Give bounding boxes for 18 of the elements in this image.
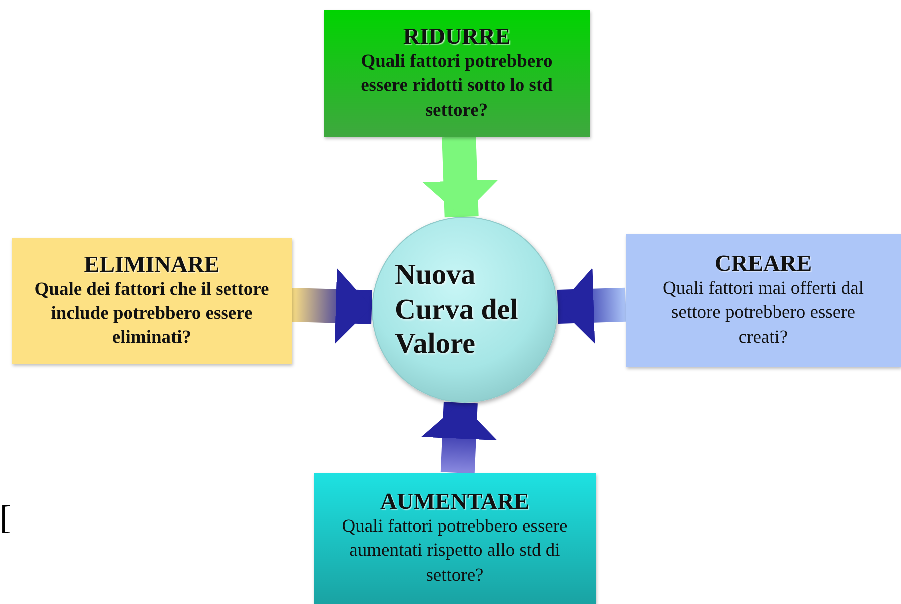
eliminate-box <box>12 238 292 364</box>
box-question: Quali fattori potrebbero essere aumentati rispetto allo std di settore? <box>341 516 569 588</box>
block-arrow <box>421 402 498 474</box>
box-question: Quale dei fattori che il settore include potrebbero essere eliminati? <box>34 278 270 350</box>
box-heading: RIDURRE <box>403 24 511 50</box>
block-arrow <box>557 268 627 344</box>
block-arrow <box>422 136 499 218</box>
box-heading: CREARE <box>714 251 812 278</box>
bracket-mark: [ <box>0 500 12 538</box>
create-box <box>626 234 901 367</box>
increase-box <box>314 473 596 604</box>
block-arrow <box>291 268 372 344</box>
box-heading: AUMENTARE <box>380 489 530 516</box>
box-heading: ELIMINARE <box>84 252 220 278</box>
reduce-box <box>324 10 590 137</box>
center-title: Nuova Curva del Valore <box>395 258 520 362</box>
box-question: Quali fattori mai offerti dal settore potrebbero essere creati? <box>662 278 866 350</box>
box-question: Quali fattori potrebbero essere ridotti sotto lo std settore? <box>360 51 554 123</box>
